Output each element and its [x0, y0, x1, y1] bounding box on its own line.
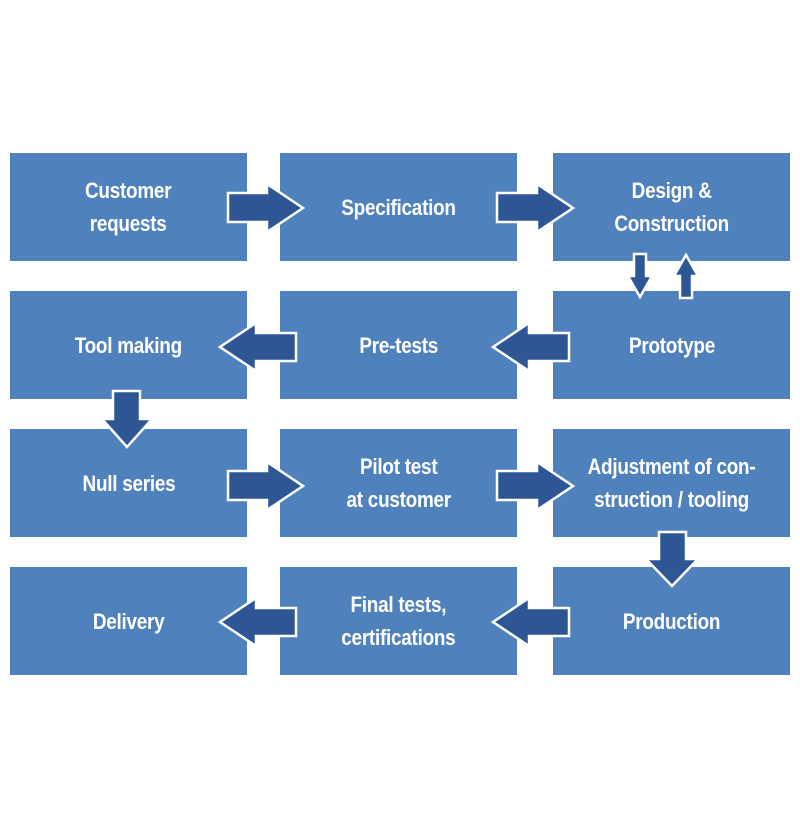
step-label: Null series: [82, 470, 175, 496]
step-delivery: Delivery: [10, 567, 247, 675]
arrow-left-icon: [217, 595, 298, 649]
arrow-right-icon: [495, 459, 576, 513]
step-label: Design & Construction: [614, 178, 729, 236]
step-prototype: Prototype: [553, 291, 790, 399]
step-label: Customer requests: [85, 178, 172, 236]
arrow-down-icon: [643, 530, 701, 588]
arrow-down-icon: [625, 252, 655, 300]
arrow-down-icon: [99, 389, 155, 449]
step-label: Specification: [341, 194, 456, 220]
arrow-right-icon: [226, 459, 306, 513]
step-tool-making: Tool making: [10, 291, 247, 399]
step-pre-tests: Pre-tests: [280, 291, 517, 399]
step-label: Delivery: [92, 608, 165, 634]
arrow-right-icon: [226, 181, 306, 235]
step-label: Pilot test at customer: [346, 454, 451, 512]
step-adjustment: Adjustment of con- struction / tooling: [553, 429, 790, 537]
step-label: Pre-tests: [359, 332, 438, 358]
step-pilot-test: Pilot test at customer: [280, 429, 517, 537]
arrow-up-icon: [671, 252, 701, 300]
step-label: Final tests, certifications: [341, 592, 456, 650]
step-design-construction: Design & Construction: [553, 153, 790, 261]
arrow-left-icon: [490, 320, 571, 374]
step-label: Adjustment of con- struction / tooling: [587, 454, 756, 512]
step-customer-requests: Customer requests: [10, 153, 247, 261]
step-label: Tool making: [74, 332, 183, 358]
arrow-left-icon: [217, 320, 298, 374]
step-label: Production: [622, 608, 721, 634]
arrow-left-icon: [490, 595, 571, 649]
step-final-tests: Final tests, certifications: [280, 567, 517, 675]
arrow-right-icon: [495, 181, 576, 235]
step-label: Prototype: [628, 332, 715, 358]
step-specification: Specification: [280, 153, 517, 261]
